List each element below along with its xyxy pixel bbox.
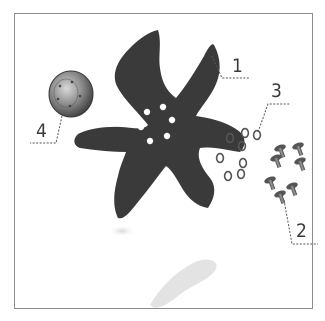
callout-4: 4	[36, 122, 47, 141]
bolts	[263, 141, 309, 205]
callout-2: 2	[296, 222, 307, 241]
callout-1: 1	[232, 57, 243, 76]
fan-blade	[74, 30, 244, 218]
hub-spacer	[49, 71, 93, 117]
callout-3: 3	[271, 82, 282, 101]
shadow-blur-small	[108, 225, 136, 237]
shadow-blur-large	[150, 260, 217, 308]
leader-line-3	[258, 104, 290, 132]
